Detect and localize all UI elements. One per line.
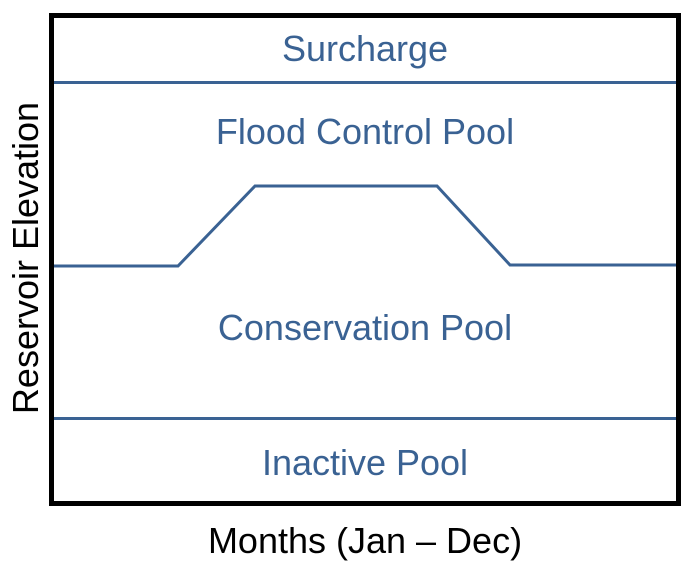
plot-border <box>49 13 681 506</box>
zone-label-inactive-pool: Inactive Pool <box>261 442 469 483</box>
seasonal-guide-curve <box>54 184 676 268</box>
y-axis-label: Reservoir Elevation <box>5 101 46 415</box>
zone-label-flood-control-pool: Flood Control Pool <box>215 111 515 152</box>
x-axis-label: Months (Jan – Dec) <box>207 520 523 561</box>
zone-label-conservation-pool: Conservation Pool <box>217 307 513 348</box>
zone-label-surcharge: Surcharge <box>281 28 449 69</box>
